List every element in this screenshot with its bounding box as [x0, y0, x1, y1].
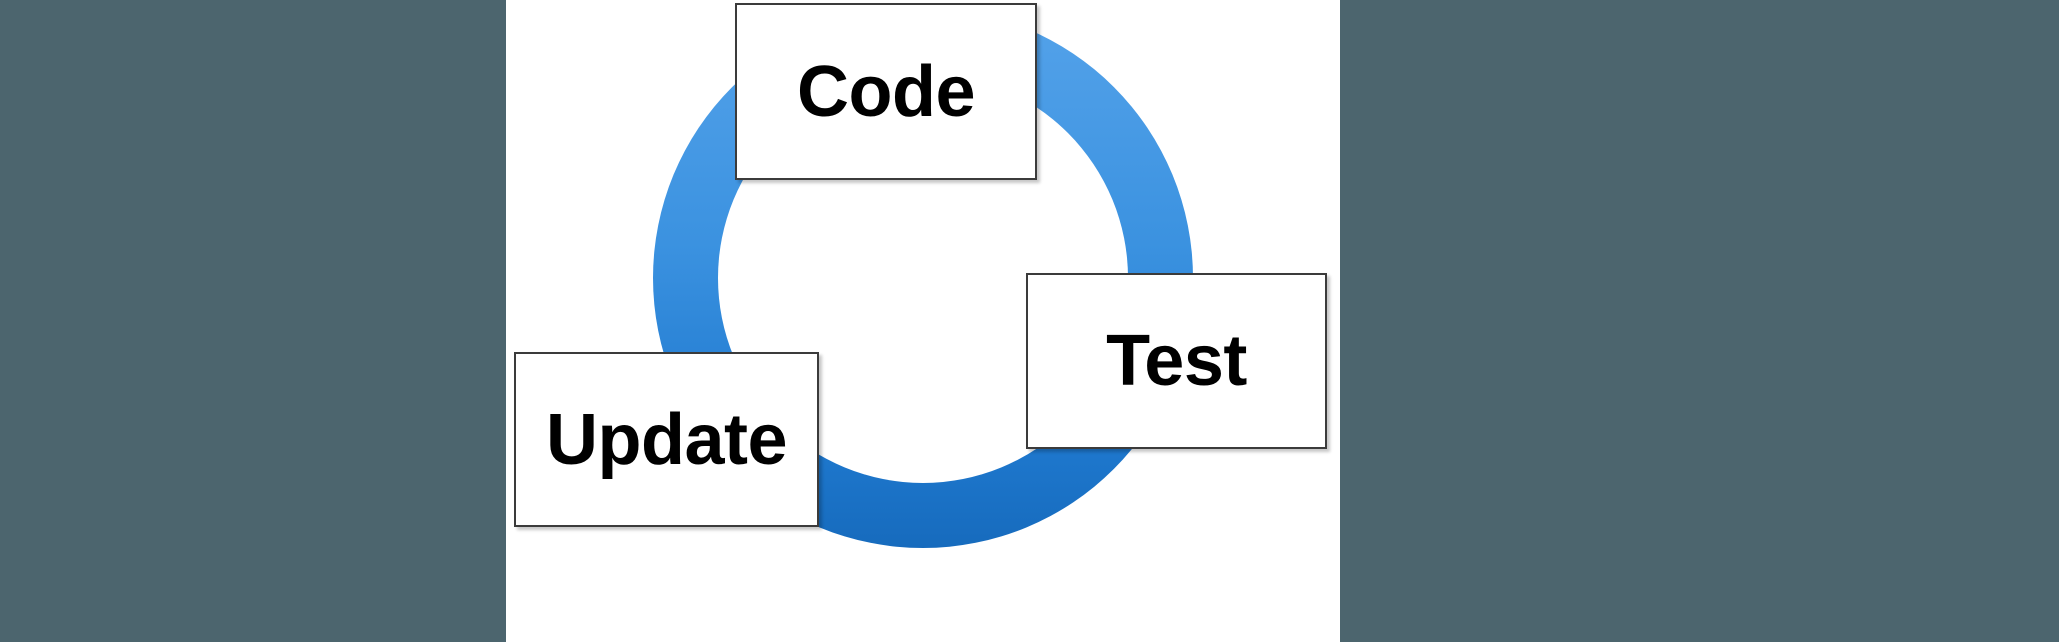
node-update-label: Update: [545, 399, 788, 480]
node-code[interactable]: Code: [735, 3, 1037, 180]
diagram-canvas: Code Test Update: [506, 0, 1340, 642]
node-test[interactable]: Test: [1026, 273, 1327, 449]
node-test-label: Test: [1106, 321, 1247, 401]
node-update[interactable]: Update: [514, 352, 819, 527]
node-code-label: Code: [797, 51, 976, 132]
